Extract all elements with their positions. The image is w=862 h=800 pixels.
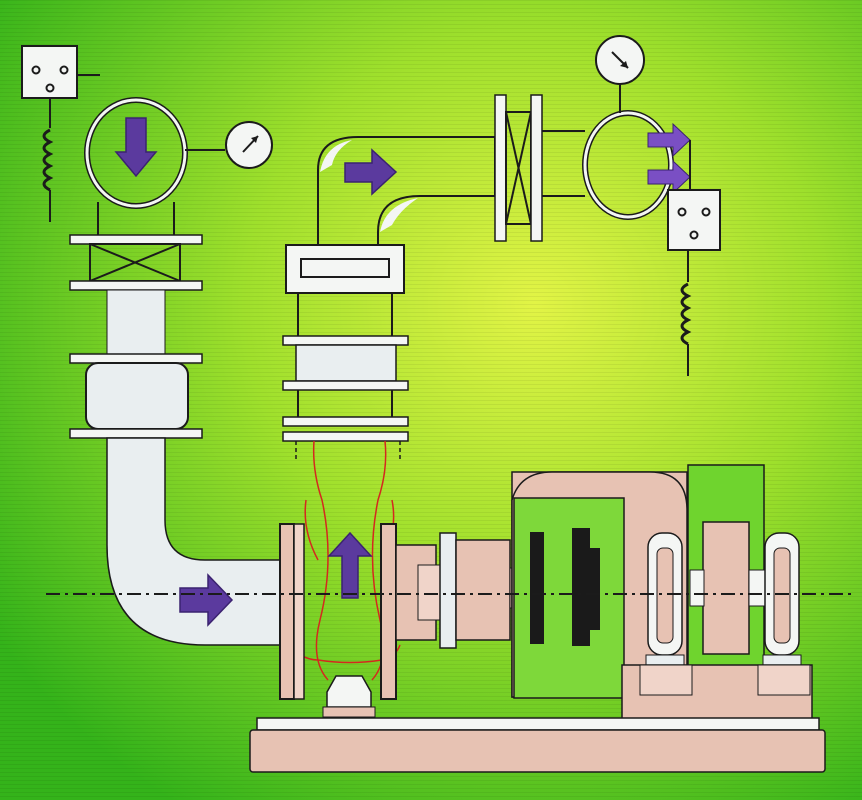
flange-lower — [70, 429, 202, 438]
pump-foot-pad — [323, 707, 375, 717]
bearing-cap — [418, 565, 440, 620]
discharge-flange-top — [286, 245, 404, 293]
motor-stator — [703, 522, 749, 654]
pump-foot — [327, 676, 371, 707]
base-plate-top — [257, 718, 819, 730]
stack-flange — [283, 336, 408, 345]
pump-suction-flange — [280, 524, 294, 699]
shaft-collar — [749, 570, 765, 606]
motor-foot-left — [640, 665, 692, 695]
base-plate — [250, 730, 825, 772]
rotor-plate-left — [530, 532, 544, 644]
flange-upper — [70, 354, 202, 363]
pump-casing-flange — [381, 524, 396, 699]
suction-pipe-upper — [107, 290, 165, 355]
pump-suction-flange-inner — [294, 524, 304, 699]
pressure-gauge-icon — [596, 36, 644, 84]
shaft-collar — [690, 570, 704, 606]
stack-flange — [283, 417, 408, 426]
stack-joint — [296, 345, 396, 381]
flexible-joint-left — [86, 363, 188, 429]
rotor-plate-right — [572, 528, 590, 646]
stack-flange — [283, 432, 408, 441]
coupling-hub — [456, 540, 510, 640]
stack-flange — [283, 381, 408, 390]
motor-foot-right — [758, 665, 810, 695]
sensor-box-right — [668, 190, 720, 250]
coupling-flange — [440, 533, 456, 648]
pressure-gauge-icon — [226, 122, 272, 168]
sensor-box-left — [22, 46, 77, 98]
bearing-pedestal-left — [646, 533, 684, 665]
bearing-pedestal-right — [763, 533, 801, 665]
rotor-hub — [590, 548, 600, 630]
